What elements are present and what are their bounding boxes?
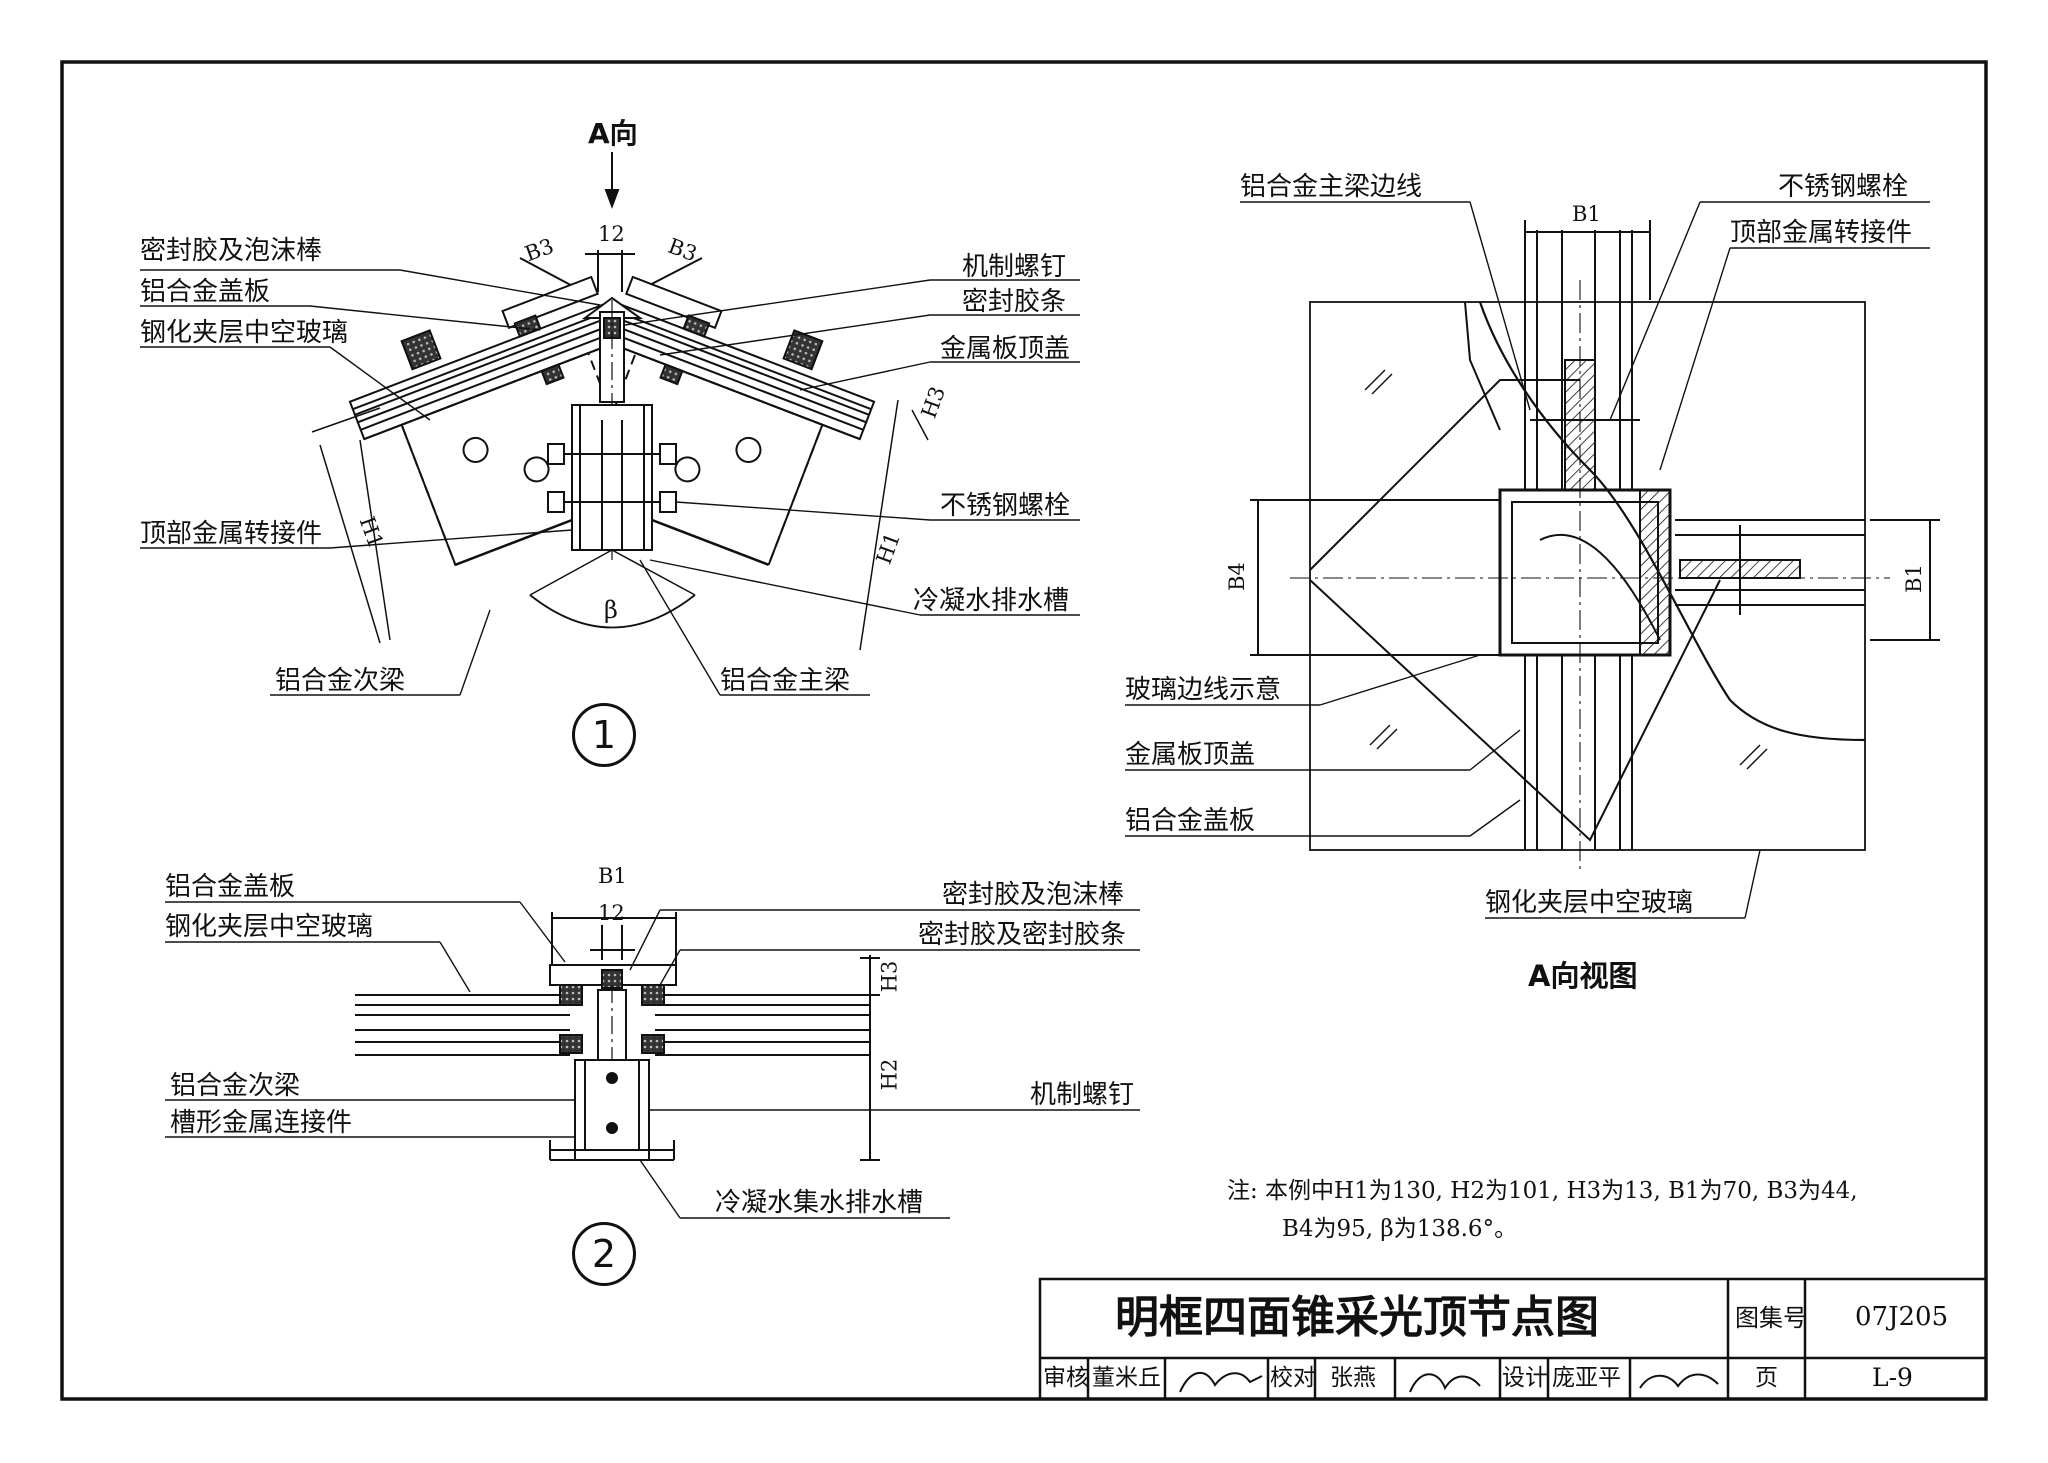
label-view-top-adapter: 顶部金属转接件	[1730, 218, 1913, 248]
sheet-border	[60, 60, 1988, 1401]
detail-number-1: 1	[572, 703, 636, 767]
page-number: L-9	[1872, 1363, 1913, 1392]
label-d2-laminated-glass: 钢化夹层中空玻璃	[165, 912, 374, 942]
dim-12-d2: 12	[598, 901, 625, 925]
dim-view-b4: B4	[1224, 562, 1249, 591]
label-view-stainless-bolt: 不锈钢螺栓	[1778, 172, 1909, 202]
check-name: 张燕	[1330, 1365, 1376, 1391]
label-d2-machine-screw: 机制螺钉	[1030, 1080, 1135, 1110]
label-aluminum-secondary-beam: 铝合金次梁	[275, 666, 406, 696]
signatures	[1179, 1372, 1719, 1393]
drawing-title: 明框四面锥采光顶节点图	[1115, 1292, 1599, 1343]
label-d2-sealant-foam: 密封胶及泡沫棒	[942, 880, 1125, 910]
label-tempered-laminated-glass: 钢化夹层中空玻璃	[140, 318, 349, 348]
label-view-metal-cap: 金属板顶盖	[1125, 740, 1256, 770]
detail-2-drawing	[165, 901, 1140, 1219]
view-a-drawing	[1125, 201, 1940, 919]
label-main-beam-edge: 铝合金主梁边线	[1240, 172, 1423, 202]
dim-12: 12	[598, 222, 625, 246]
view-a-title: A向视图	[1528, 959, 1638, 993]
label-view-laminated-glass: 钢化夹层中空玻璃	[1485, 888, 1694, 918]
angle-beta: β	[604, 596, 618, 624]
label-d2-sealant-strip: 密封胶及密封胶条	[918, 920, 1127, 950]
view-a-arrow-label: A向	[588, 117, 638, 150]
dim-view-b1-top: B1	[1572, 202, 1601, 226]
label-sealant-foam-rod: 密封胶及泡沫棒	[140, 236, 323, 266]
label-d2-channel-connector: 槽形金属连接件	[170, 1108, 353, 1138]
label-aluminum-cover-plate: 铝合金盖板	[140, 277, 271, 307]
atlas-label: 图集号	[1735, 1304, 1807, 1332]
atlas-number: 07J205	[1855, 1302, 1949, 1332]
title-block-frame	[1038, 1277, 1988, 1401]
page-label: 页	[1755, 1365, 1778, 1391]
review-name: 董米丘	[1092, 1365, 1161, 1391]
label-aluminum-main-beam: 铝合金主梁	[720, 666, 851, 696]
label-sealing-strip: 密封胶条	[962, 287, 1067, 317]
label-metal-top-cap: 金属板顶盖	[940, 334, 1071, 364]
check-label: 校对	[1270, 1365, 1316, 1391]
label-view-cover-plate: 铝合金盖板	[1125, 806, 1256, 836]
label-glass-edge: 玻璃边线示意	[1125, 675, 1282, 705]
dim-b1: B1	[598, 864, 627, 888]
dim-h3-d2: H3	[877, 960, 902, 993]
note-line-1: 注: 本例中H1为130, H2为101, H3为13, B1为70, B3为4…	[1227, 1178, 1858, 1204]
label-top-metal-adapter: 顶部金属转接件	[140, 519, 323, 549]
review-label: 审核	[1043, 1365, 1089, 1391]
note-line-2: B4为95, β为138.6°。	[1282, 1216, 1518, 1242]
label-d2-secondary-beam: 铝合金次梁	[170, 1071, 301, 1101]
label-condensate-gutter: 冷凝水排水槽	[913, 586, 1070, 616]
detail-number-2: 2	[572, 1222, 636, 1286]
design-name: 庞亚平	[1552, 1365, 1621, 1391]
dim-view-b1-right: B1	[1901, 564, 1926, 593]
label-machine-screw: 机制螺钉	[962, 252, 1067, 282]
detail-1-drawing	[140, 152, 1080, 696]
label-d2-condensate-gutter: 冷凝水集水排水槽	[715, 1188, 924, 1218]
label-d2-cover-plate: 铝合金盖板	[165, 872, 296, 902]
label-stainless-bolt: 不锈钢螺栓	[940, 491, 1071, 521]
dim-h2: H2	[877, 1058, 902, 1091]
design-label: 设计	[1502, 1365, 1548, 1391]
